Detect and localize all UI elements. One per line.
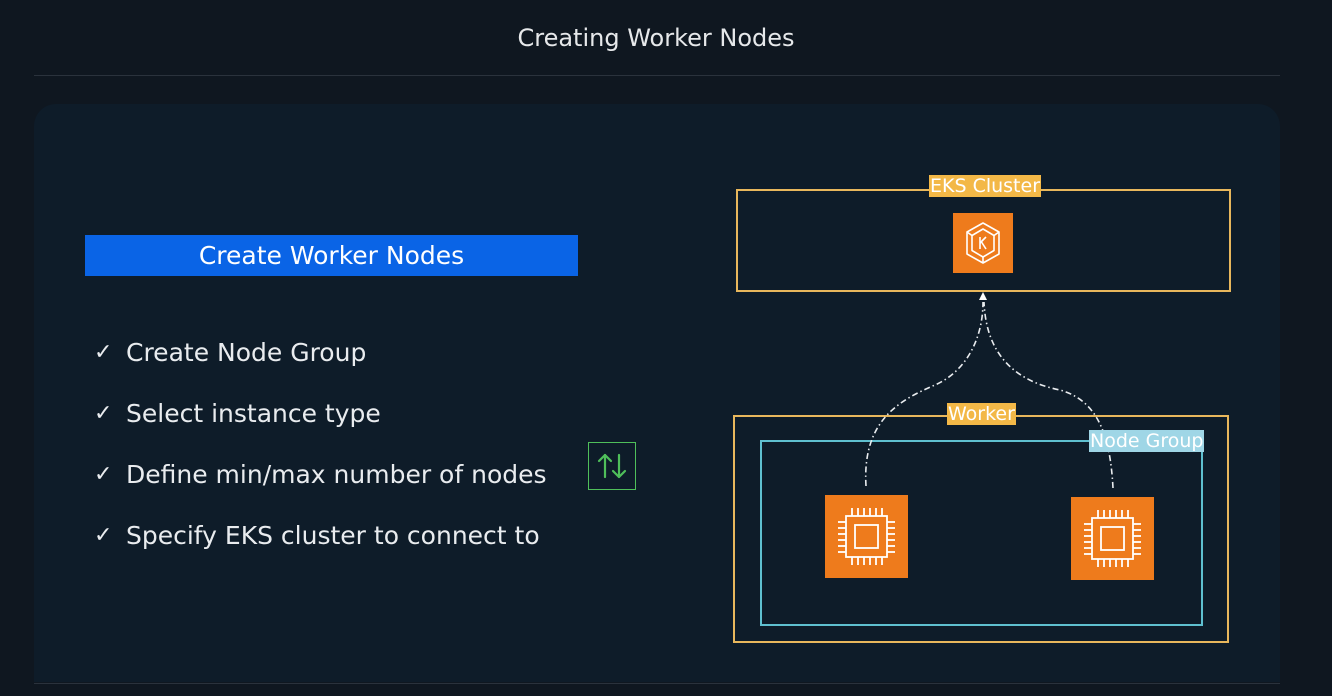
checkmark-icon: ✓ [94,462,113,487]
list-item: ✓ Specify EKS cluster to connect to [94,505,547,566]
node-group-container [760,440,1203,626]
node-group-label: Node Group [1089,430,1205,452]
ec2-chip-icon [1071,497,1154,580]
title-divider [34,75,1280,76]
checkmark-icon: ✓ [94,401,113,426]
list-item: ✓ Select instance type [94,383,547,444]
section-banner: Create Worker Nodes [85,235,578,276]
list-item: ✓ Define min/max number of nodes [94,444,547,505]
checkmark-icon: ✓ [94,523,113,548]
list-item-label: Select instance type [126,399,381,428]
eks-cluster-label: EKS Cluster [929,175,1042,197]
slide-panel [34,104,1280,682]
bottom-divider [34,683,1280,684]
list-item-label: Specify EKS cluster to connect to [126,521,540,550]
eks-kubernetes-icon [953,213,1013,273]
worker-label: Worker [947,403,1016,425]
checklist: ✓ Create Node Group ✓ Select instance ty… [94,322,547,566]
checkmark-icon: ✓ [94,340,113,365]
list-item: ✓ Create Node Group [94,322,547,383]
page-title: Creating Worker Nodes [517,24,795,52]
list-item-label: Define min/max number of nodes [126,460,547,489]
ec2-chip-icon [825,495,908,578]
list-item-label: Create Node Group [126,338,367,367]
autoscaling-arrows-icon [588,442,636,490]
